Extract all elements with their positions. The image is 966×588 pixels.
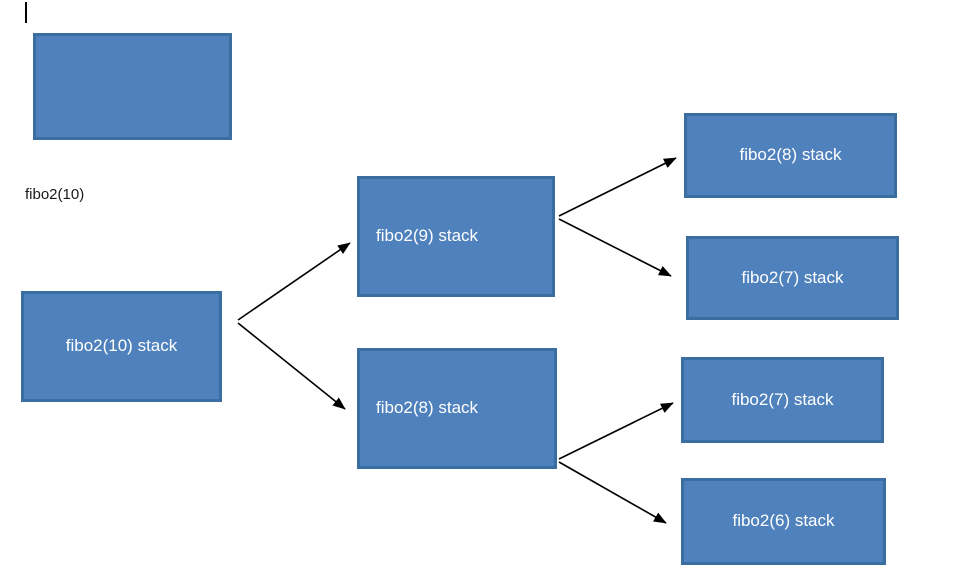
node-level2-d[interactable]: fibo2(6) stack [681, 478, 886, 565]
caption-label: fibo2(10) [25, 186, 85, 203]
node-level2-c[interactable]: fibo2(7) stack [681, 357, 884, 443]
node-label: fibo2(7) stack [741, 267, 844, 287]
node-label: fibo2(6) stack [732, 511, 835, 531]
text-cursor [25, 2, 27, 23]
arrow-level1-a-to-level2-b [558, 218, 672, 277]
node-empty-box[interactable] [33, 33, 232, 140]
node-level2-a[interactable]: fibo2(8) stack [684, 113, 897, 198]
arrow-level1-b-to-level2-d [558, 461, 667, 524]
node-label: fibo2(9) stack [376, 226, 479, 246]
arrow-level1-b-to-level2-c [558, 402, 674, 460]
arrow-root-to-level1-b [237, 322, 346, 410]
node-label: fibo2(8) stack [376, 398, 479, 418]
node-level2-b[interactable]: fibo2(7) stack [686, 236, 899, 320]
node-root[interactable]: fibo2(10) stack [21, 291, 222, 402]
arrow-root-to-level1-a [237, 242, 351, 321]
node-label: fibo2(7) stack [731, 389, 834, 409]
node-level1-b[interactable]: fibo2(8) stack [357, 348, 557, 469]
node-label: fibo2(8) stack [739, 145, 842, 165]
arrow-level1-a-to-level2-a [558, 157, 677, 217]
node-level1-a[interactable]: fibo2(9) stack [357, 176, 555, 297]
node-label: fibo2(10) stack [65, 336, 178, 356]
